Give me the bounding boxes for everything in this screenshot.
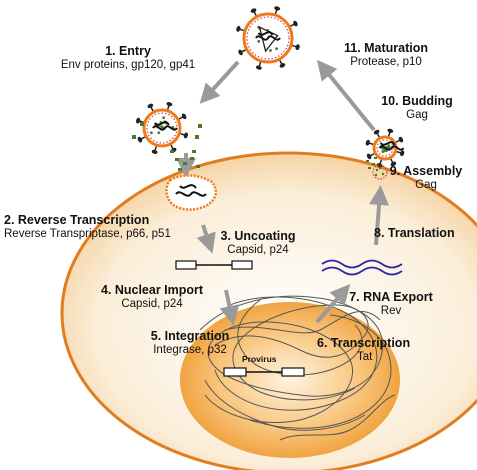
step-transcription: 6. Transcription Tat — [317, 336, 410, 364]
step-protein: Protease, p10 — [344, 55, 428, 69]
step-translation: 8. Translation — [374, 226, 455, 240]
step-protein: Env proteins, gp120, gp41 — [61, 58, 195, 72]
step-protein: Rev — [349, 304, 433, 318]
step-title: 2. Reverse Transcription — [4, 213, 171, 227]
step-title: 5. Integration — [151, 329, 229, 343]
provirus-label: Provirus — [242, 352, 277, 366]
entering-virion — [135, 101, 188, 154]
step-protein: Capsid, p24 — [220, 243, 295, 257]
budding-virion — [365, 128, 405, 168]
step-protein: Capsid, p24 — [101, 297, 203, 311]
step-title: 8. Translation — [374, 226, 455, 240]
step-title: 4. Nuclear Import — [101, 283, 203, 297]
mature-virion — [236, 6, 301, 71]
step-title: 7. RNA Export — [349, 290, 433, 304]
step-protein: Gag — [390, 178, 463, 192]
step-title: 1. Entry — [61, 44, 195, 58]
step-maturation: 11. Maturation Protease, p10 — [344, 41, 428, 69]
step-assembly: 9. Assembly Gag — [390, 164, 463, 192]
step-protein: Integrase, p32 — [151, 343, 229, 357]
step-title: 3. Uncoating — [220, 229, 295, 243]
step-title: 11. Maturation — [344, 41, 428, 55]
step-title: 6. Transcription — [317, 336, 410, 350]
step-protein: Gag — [381, 108, 453, 122]
step-integration: 5. Integration Integrase, p32 — [151, 329, 229, 357]
step-title: 9. Assembly — [390, 164, 463, 178]
step-budding: 10. Budding Gag — [381, 94, 453, 122]
step-entry: 1. Entry Env proteins, gp120, gp41 — [61, 44, 195, 72]
step-rna-export: 7. RNA Export Rev — [349, 290, 433, 318]
step-protein: Tat — [317, 350, 410, 364]
step-reverse-transcription: 2. Reverse Transcription Reverse Transpr… — [4, 213, 171, 241]
step-uncoating: 3. Uncoating Capsid, p24 — [220, 229, 295, 257]
step-nuclear-import: 4. Nuclear Import Capsid, p24 — [101, 283, 203, 311]
step-title: 10. Budding — [381, 94, 453, 108]
step-protein: Reverse Transpriptase, p66, p51 — [4, 227, 171, 241]
